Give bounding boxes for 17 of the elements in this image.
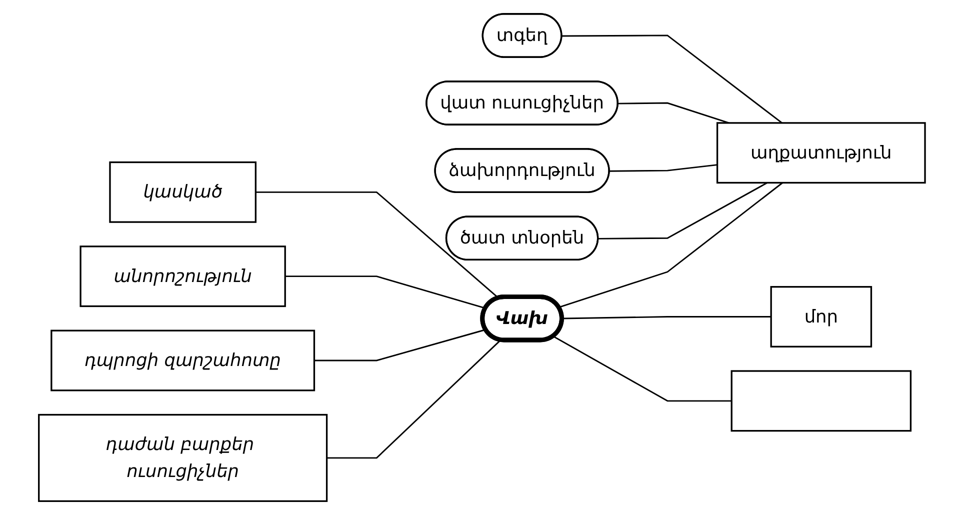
node-box	[730, 370, 912, 432]
connector	[562, 316, 771, 320]
node-box: կասկած	[108, 161, 256, 223]
node-box: դաժան բարքեր ուսուցիչներ	[38, 414, 328, 502]
node-box: դպրոցի զարշահոտը	[50, 330, 315, 392]
connector	[255, 191, 499, 299]
connector	[552, 336, 732, 402]
connector	[558, 182, 783, 308]
connector	[314, 328, 486, 362]
node-box: մոր	[770, 286, 872, 348]
connector	[562, 34, 782, 124]
connector	[618, 102, 729, 124]
connector	[609, 164, 717, 172]
node-box: աղքատություն	[716, 122, 926, 184]
connector	[326, 340, 501, 459]
node-box: անորոշություն	[79, 246, 286, 308]
connector	[598, 182, 768, 240]
